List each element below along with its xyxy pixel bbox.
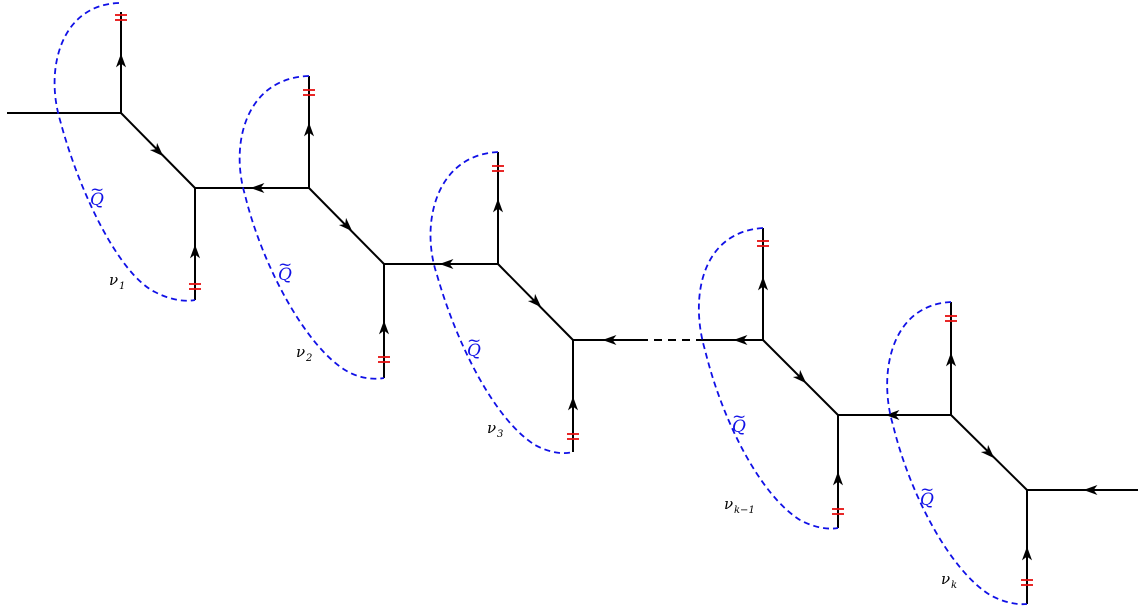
nu-label-k: ν k bbox=[941, 570, 957, 591]
q-letter: Q bbox=[467, 341, 481, 361]
nu-symbol: ν bbox=[487, 419, 496, 437]
nu-label-1: ν 1 bbox=[109, 271, 125, 292]
q-label-2: Q ~ bbox=[278, 255, 292, 285]
q-label-k: Q ~ bbox=[920, 480, 934, 510]
arrow-up-icon bbox=[757, 276, 769, 291]
arrow-left-icon bbox=[602, 334, 617, 346]
q-curves bbox=[53, 2, 1028, 606]
brane-marker bbox=[757, 240, 769, 247]
web-edges bbox=[7, 12, 1138, 604]
arrow-down-right-icon bbox=[149, 142, 164, 157]
brane-marker bbox=[115, 14, 127, 21]
q-curve-1 bbox=[53, 2, 196, 302]
q-tilde: ~ bbox=[467, 331, 481, 351]
arrow-up-icon bbox=[567, 396, 579, 411]
q-letter: Q bbox=[90, 190, 104, 210]
brane-markers bbox=[115, 14, 1033, 586]
nu-subscript: 1 bbox=[119, 281, 125, 292]
arrow-left-icon bbox=[1083, 484, 1098, 496]
nu-subscript: k−1 bbox=[734, 505, 755, 516]
q-label-k1: Q ~ bbox=[732, 407, 746, 437]
q-tilde: ~ bbox=[920, 480, 934, 500]
q-letter: Q bbox=[732, 417, 746, 437]
q-tilde: ~ bbox=[90, 180, 104, 200]
q-label-1: Q ~ bbox=[90, 180, 104, 210]
q-letter: Q bbox=[920, 490, 934, 510]
arrow-up-icon bbox=[378, 320, 390, 335]
brane-marker bbox=[1021, 579, 1033, 586]
brane-marker bbox=[378, 356, 390, 363]
brane-marker bbox=[945, 315, 957, 322]
q-curve-k1 bbox=[698, 227, 839, 530]
q-tilde: ~ bbox=[732, 407, 746, 427]
nu-symbol: ν bbox=[296, 343, 305, 361]
nu-label-k1: ν k−1 bbox=[724, 495, 755, 516]
arrow-left-icon bbox=[439, 258, 454, 270]
nu-symbol: ν bbox=[941, 570, 950, 588]
nu-symbol: ν bbox=[724, 495, 733, 513]
arrow-up-icon bbox=[945, 352, 957, 367]
q-labels: Q ~ Q ~ Q ~ Q ~ Q ~ bbox=[90, 180, 934, 510]
q-tilde: ~ bbox=[278, 255, 292, 275]
arrow-left-icon bbox=[885, 409, 900, 421]
arrow-up-icon bbox=[1021, 546, 1033, 561]
arrow-up-icon bbox=[303, 122, 315, 137]
arrow-up-icon bbox=[832, 471, 844, 486]
nu-labels: ν 1 ν 2 ν 3 ν k−1 ν k bbox=[109, 271, 957, 591]
nu-subscript: 3 bbox=[497, 429, 503, 440]
q-curve-3 bbox=[429, 151, 574, 455]
arrow-up-icon bbox=[492, 198, 504, 213]
arrow-down-right-icon bbox=[527, 293, 542, 308]
edge-arrows bbox=[115, 53, 1098, 561]
nu-label-2: ν 2 bbox=[296, 343, 312, 364]
arrow-down-right-icon bbox=[338, 217, 353, 232]
q-curve-2 bbox=[238, 75, 385, 380]
arrow-down-right-icon bbox=[792, 369, 807, 384]
brane-marker bbox=[189, 283, 201, 290]
nu-label-3: ν 3 bbox=[487, 419, 503, 440]
nu-subscript: 2 bbox=[305, 353, 312, 364]
nu-subscript: k bbox=[951, 580, 957, 591]
arrow-left-icon bbox=[733, 334, 748, 346]
brane-marker bbox=[567, 433, 579, 440]
arrow-left-icon bbox=[250, 182, 265, 194]
arrow-up-icon bbox=[189, 244, 201, 259]
arrow-down-right-icon bbox=[980, 444, 995, 459]
brane-marker bbox=[832, 508, 844, 515]
nu-symbol: ν bbox=[109, 271, 118, 289]
q-curve-k bbox=[886, 301, 1028, 606]
brane-marker bbox=[492, 165, 504, 172]
arrow-up-icon bbox=[115, 53, 127, 68]
q-label-3: Q ~ bbox=[467, 331, 481, 361]
brane-marker bbox=[303, 89, 315, 96]
q-letter: Q bbox=[278, 265, 292, 285]
